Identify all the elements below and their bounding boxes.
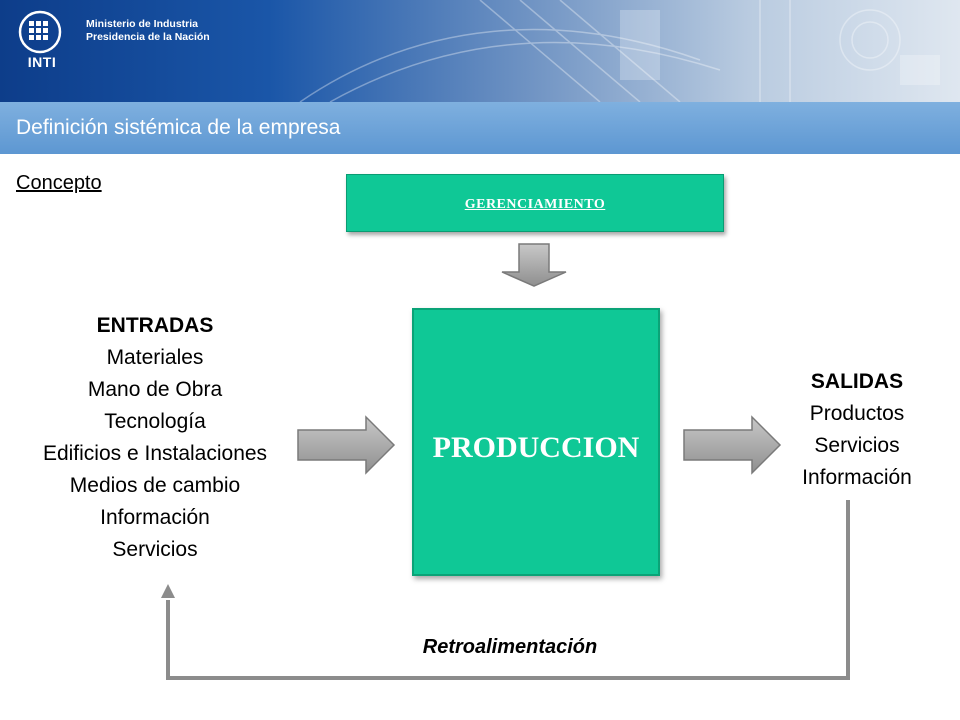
input-item: Medios de cambio: [69, 474, 241, 497]
outputs-block: SALIDAS Productos Servicios Información: [782, 366, 932, 494]
inputs-block: ENTRADAS Materiales Mano de Obra Tecnolo…: [20, 310, 290, 566]
input-item: Mano de Obra: [87, 378, 223, 401]
input-item: Tecnología: [104, 410, 206, 433]
concept-label: Concepto: [16, 172, 102, 194]
title-bar: Definición sistémica de la empresa: [0, 102, 960, 154]
feedback-arrowhead: [161, 584, 175, 598]
feedback-label: Retroalimentación: [422, 636, 598, 658]
output-item: Servicios: [814, 434, 900, 457]
header-banner: INTI Ministerio de Industria Presidencia…: [0, 0, 960, 102]
output-arrow: [683, 415, 782, 475]
ministry-line-2: Presidencia de la Nación: [86, 31, 210, 43]
inti-logo-mark: [18, 10, 62, 54]
ministry-caption: Ministerio de Industria Presidencia de l…: [86, 18, 210, 44]
input-item: Edificios e Instalaciones: [42, 442, 268, 465]
output-item: Productos: [809, 402, 905, 425]
output-item: Información: [802, 466, 912, 489]
input-item: Información: [100, 506, 210, 529]
inputs-heading: ENTRADAS: [96, 314, 214, 337]
management-label: GERENCIAMIENTO: [464, 197, 606, 212]
outputs-heading: SALIDAS: [810, 370, 904, 393]
ministry-line-1: Ministerio de Industria: [86, 18, 199, 30]
input-item: Servicios: [112, 538, 198, 561]
management-box: GERENCIAMIENTO: [346, 174, 724, 232]
input-arrow: [297, 415, 396, 475]
input-item: Materiales: [106, 346, 204, 369]
slide-title: Definición sistémica de la empresa: [16, 116, 341, 139]
down-arrow: [501, 243, 567, 287]
production-label: PRODUCCION: [432, 431, 640, 464]
header-decorative-art: [299, 0, 940, 102]
inti-logo: [12, 8, 72, 94]
production-box: PRODUCCION: [412, 308, 660, 576]
feedback-line: [166, 500, 850, 680]
logo-text: INTI: [27, 54, 57, 70]
